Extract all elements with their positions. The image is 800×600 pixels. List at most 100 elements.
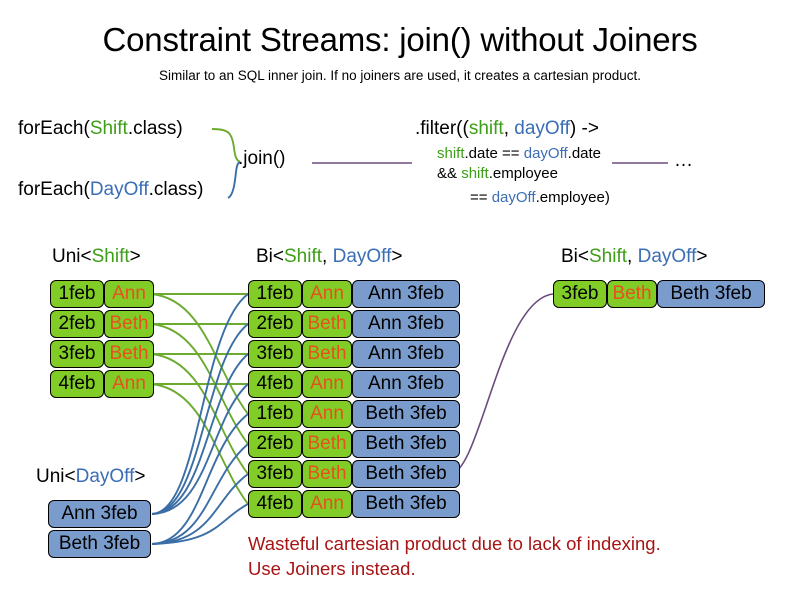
bi-shift-employee-cell: Beth [302,340,352,368]
bi-right-type1: Shift [589,246,628,267]
filter-l2-date: .date [567,145,602,162]
code-filter-line-2: shift.date == dayOff.date [437,145,601,162]
bi-right-suffix: > [696,246,708,267]
foreach-dayoff-suffix: .class) [148,179,204,200]
shift-date-cell: 3feb [50,340,104,368]
uni-shift-prefix: Uni< [52,246,92,267]
bi-dayoff-cell: Beth 3feb [352,400,460,428]
bi-shift-employee-cell: Ann [302,370,352,398]
foreach-dayoff-type: DayOff [89,179,149,200]
header-uni-dayoff: Uni<DayOff> [36,466,146,488]
bi-mid-type1: Shift [284,246,323,267]
foreach-shift-prefix: forEach( [18,118,90,139]
foreach-dayoff-prefix: forEach( [18,179,90,200]
filter-l3-employee: .employee [488,165,558,182]
filter-l4-employee: .employee) [535,189,610,206]
bi-mid-suffix: > [391,246,403,267]
uni-dayoff-type: DayOff [75,466,135,487]
bi-dayoff-cell: Beth 3feb [352,490,460,518]
code-join-label: .join() [238,148,286,169]
bi-shift-date-cell: 2feb [248,430,302,458]
bi-shift-employee-cell: Beth [302,460,352,488]
bi-shift-date-cell: 4feb [248,490,302,518]
bi-shift-employee-cell: Ann [302,400,352,428]
right-shift-employee-cell: Beth [607,280,657,308]
filter-prefix: .filter(( [415,118,469,139]
bi-mid-sep: , [322,246,333,267]
bi-shift-date-cell: 3feb [248,340,302,368]
filter-param-shift: shift [468,118,504,139]
uni-dayoff-cell: Ann 3feb [48,500,151,528]
uni-dayoff-row: Beth 3feb [48,530,151,558]
bi-shift-date-cell: 4feb [248,370,302,398]
code-foreach-dayoff: forEach(DayOff.class) [18,179,204,201]
shift-employee-cell: Ann [104,280,154,308]
warning-text: Wasteful cartesian product due to lack o… [248,533,661,579]
uni-shift-type: Shift [91,246,130,267]
code-filter-line-4: == dayOff.employee) [470,189,610,206]
bi-shift-date-cell: 2feb [248,310,302,338]
bi-shift-employee-cell: Beth [302,310,352,338]
bi-shift-date-cell: 3feb [248,460,302,488]
shift-employee-cell: Ann [104,370,154,398]
code-ellipsis: … [674,150,693,171]
bi-shift-employee-cell: Ann [302,490,352,518]
bi-right-type2: DayOff [637,246,697,267]
filter-l3-shift: shift [461,165,489,182]
filter-l4-dayoff: dayOff [491,189,536,206]
right-dayoff-cell: Beth 3feb [657,280,765,308]
bi-shift-date-cell: 1feb [248,280,302,308]
uni-dayoff-row: Ann 3feb [48,500,151,528]
filter-l2-date-eq: .date == [464,145,524,162]
bi-dayoff-cell: Ann 3feb [352,370,460,398]
foreach-shift-suffix: .class) [127,118,183,139]
uni-shift-suffix: > [129,246,141,267]
shift-wires [151,293,249,505]
foreach-brace-shift [211,128,241,163]
shift-employee-cell: Beth [104,340,154,368]
shift-date-cell: 2feb [50,310,104,338]
filter-l4-eq: == [470,189,492,206]
uni-dayoff-suffix: > [134,466,146,487]
header-bi-middle: Bi<Shift, DayOff> [256,246,402,268]
filter-l3-and: && [437,165,462,182]
header-uni-shift: Uni<Shift> [52,246,141,268]
bi-mid-prefix: Bi< [256,246,284,267]
bi-dayoff-cell: Beth 3feb [352,460,460,488]
code-foreach-shift: forEach(Shift.class) [18,118,183,140]
bi-mid-type2: DayOff [332,246,392,267]
bi-shift-employee-cell: Ann [302,280,352,308]
filter-param-dayoff: dayOff [514,118,570,139]
shift-date-cell: 1feb [50,280,104,308]
right-shift-date-cell: 3feb [553,280,607,308]
page-subtitle: Similar to an SQL inner join. If no join… [159,68,641,83]
bi-right-sep: , [627,246,638,267]
uni-dayoff-cell: Beth 3feb [48,530,151,558]
code-filter-line-1: .filter((shift, dayOff) -> [415,118,599,140]
bi-dayoff-cell: Ann 3feb [352,340,460,368]
bi-dayoff-cell: Ann 3feb [352,310,460,338]
filter-param-comma: , [503,118,515,139]
bi-shift-employee-cell: Beth [302,430,352,458]
result-wire [449,293,554,475]
filter-arrow: ) -> [569,118,599,139]
bi-right-prefix: Bi< [561,246,589,267]
filter-l2-dayoff: dayOff [523,145,568,162]
foreach-shift-type: Shift [89,118,128,139]
bi-shift-date-cell: 1feb [248,400,302,428]
header-bi-right: Bi<Shift, DayOff> [561,246,707,268]
dayoff-wires [151,293,249,545]
